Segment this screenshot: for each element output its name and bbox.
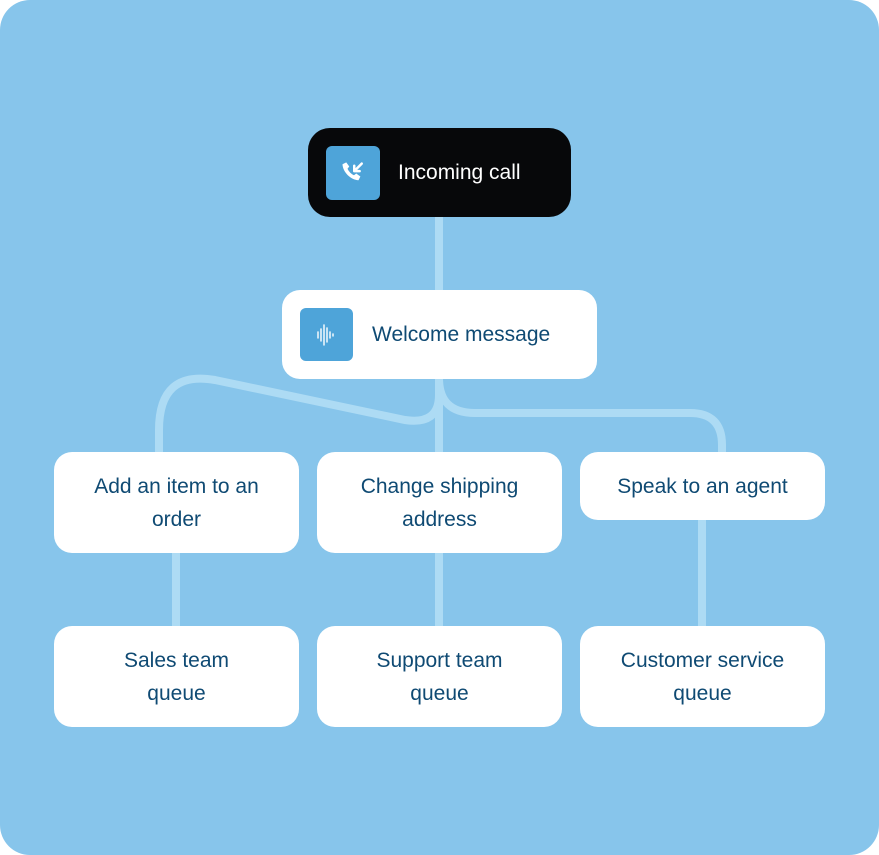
incoming-call-icon <box>326 145 380 200</box>
node-welcome-message[interactable]: Welcome message <box>282 290 597 379</box>
audio-waveform-icon <box>300 308 353 361</box>
option-label: Change shipping address <box>360 474 519 531</box>
incoming-call-label: Incoming call <box>398 161 521 184</box>
node-queue-support[interactable]: Support team queue <box>317 626 562 727</box>
queue-label: Customer service queue <box>620 648 785 705</box>
welcome-message-label: Welcome message <box>372 323 551 346</box>
queue-label: Sales team queue <box>123 648 230 705</box>
queue-label: Support team queue <box>376 648 503 705</box>
node-option-change-address[interactable]: Change shipping address <box>317 452 562 553</box>
node-queue-customer-service[interactable]: Customer service queue <box>580 626 825 727</box>
edge-welcome-to-option-3 <box>435 377 726 452</box>
option-label: Speak to an agent <box>617 474 788 498</box>
node-option-add-item[interactable]: Add an item to an order <box>54 452 299 553</box>
node-option-speak-agent[interactable]: Speak to an agent <box>580 452 825 520</box>
node-queue-sales[interactable]: Sales team queue <box>54 626 299 727</box>
edge-welcome-to-option-1 <box>155 374 443 452</box>
node-incoming-call[interactable]: Incoming call <box>308 128 571 217</box>
option-label: Add an item to an order <box>94 474 259 531</box>
